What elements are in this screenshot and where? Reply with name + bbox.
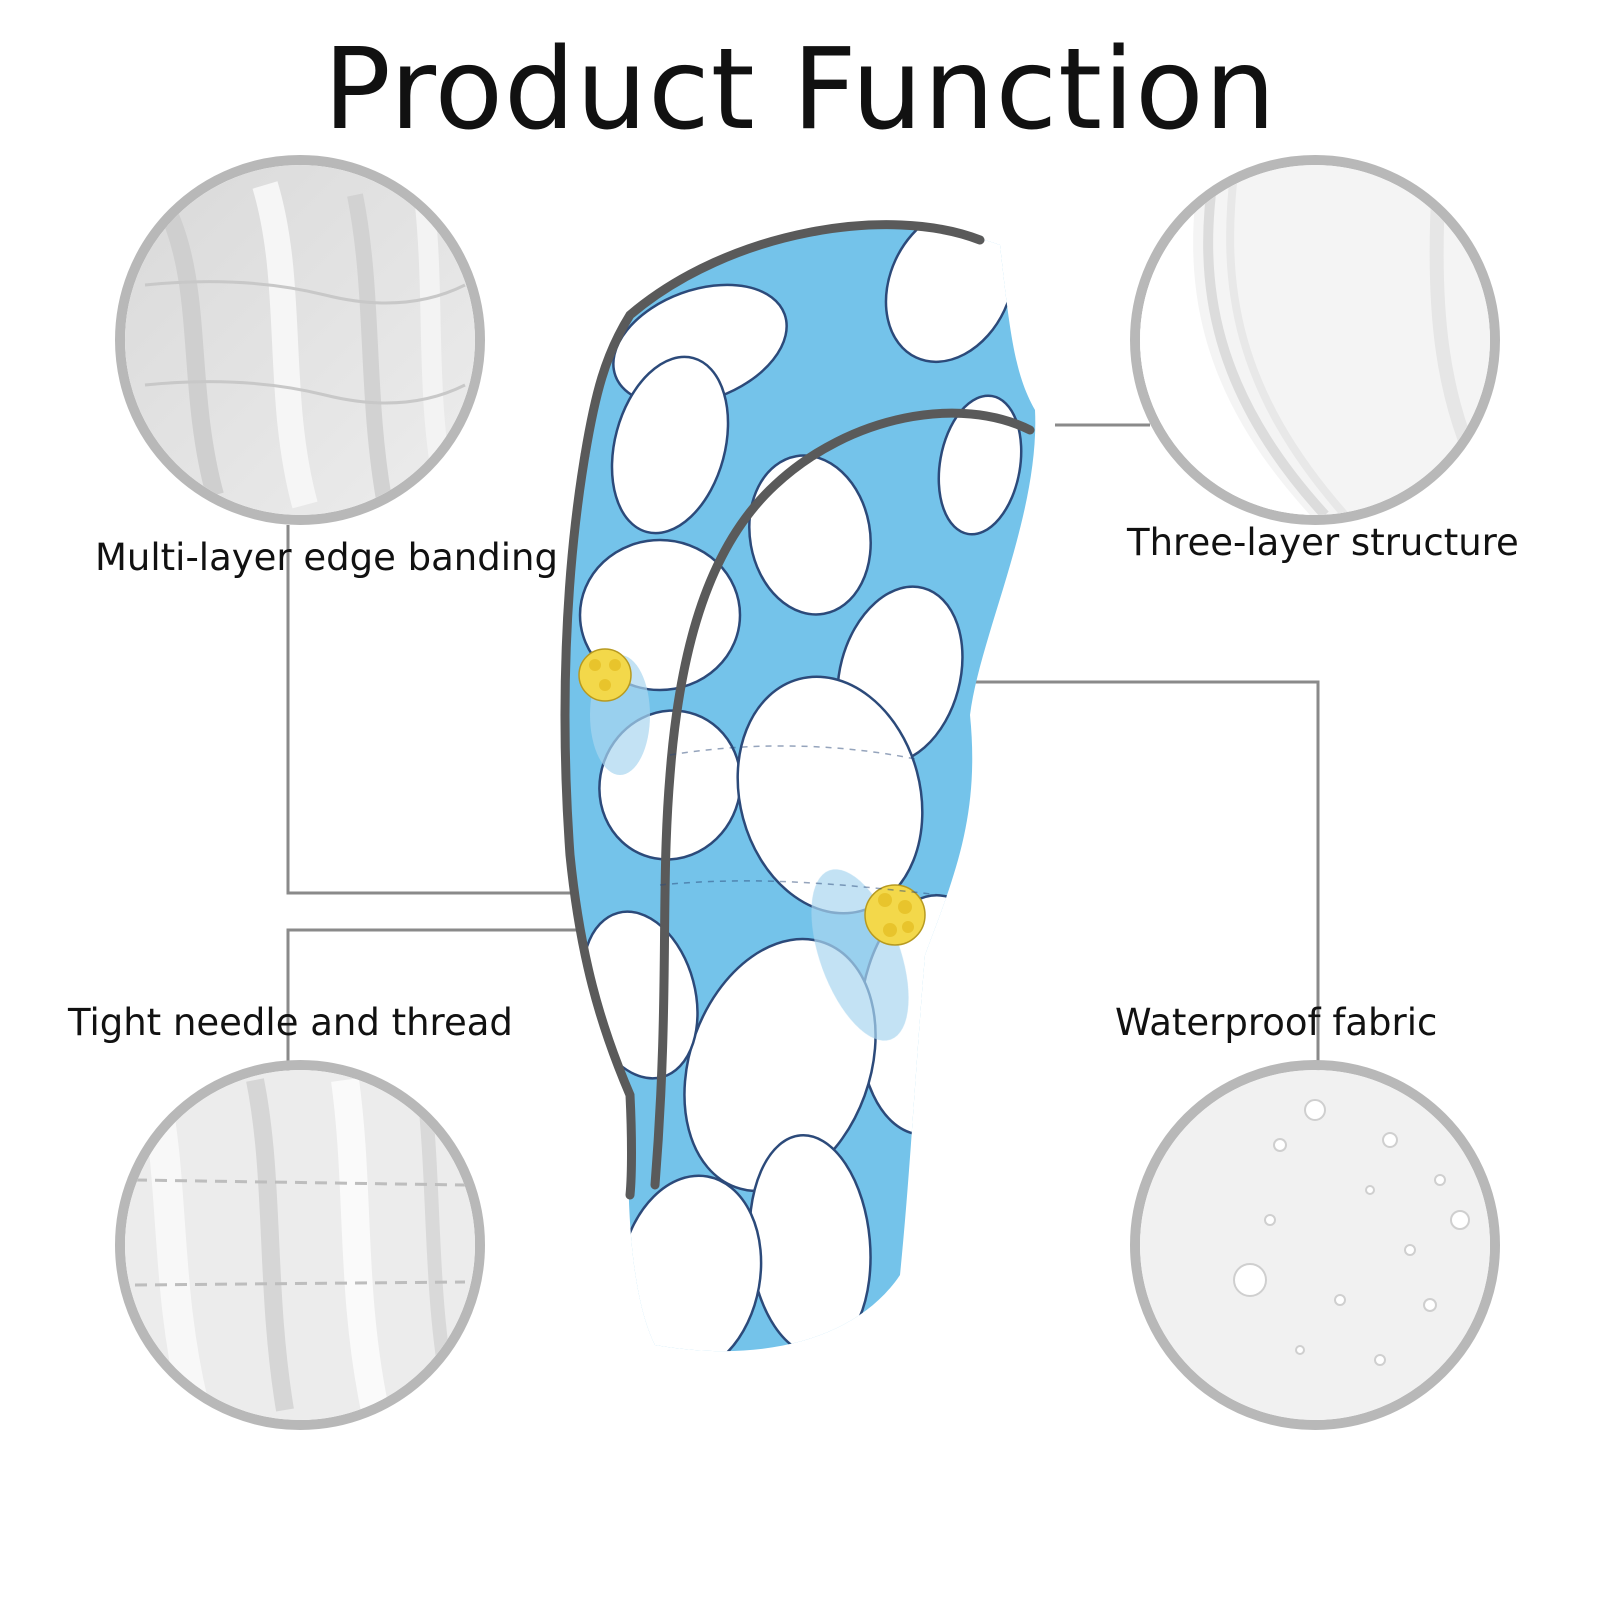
water-droplets-closeup-icon: [1140, 1070, 1490, 1420]
leader-line-edge-banding: [286, 525, 605, 895]
waterproof-detail-circle: [1130, 1060, 1500, 1430]
waterproof-label: Waterproof fabric: [1115, 1001, 1438, 1044]
leader-line-waterproof: [925, 680, 1320, 1080]
needle-thread-detail-circle: [115, 1060, 485, 1430]
floral-head-cover-illustration: [560, 220, 1036, 1352]
three-layer-label: Three-layer structure: [1127, 521, 1519, 564]
stitched-seam-closeup-icon: [125, 1070, 475, 1420]
head-cover-product-image: [560, 195, 1060, 1435]
edge-banding-detail-circle: [115, 155, 485, 525]
layered-edge-closeup-icon: [1140, 165, 1490, 515]
fabric-fold-closeup-icon: [125, 165, 475, 515]
edge-banding-label: Multi-layer edge banding: [95, 536, 558, 579]
needle-thread-label: Tight needle and thread: [68, 1001, 513, 1044]
leader-line-needle-thread: [286, 928, 620, 1078]
three-layer-detail-circle: [1130, 155, 1500, 525]
page-title: Product Function: [323, 25, 1277, 155]
